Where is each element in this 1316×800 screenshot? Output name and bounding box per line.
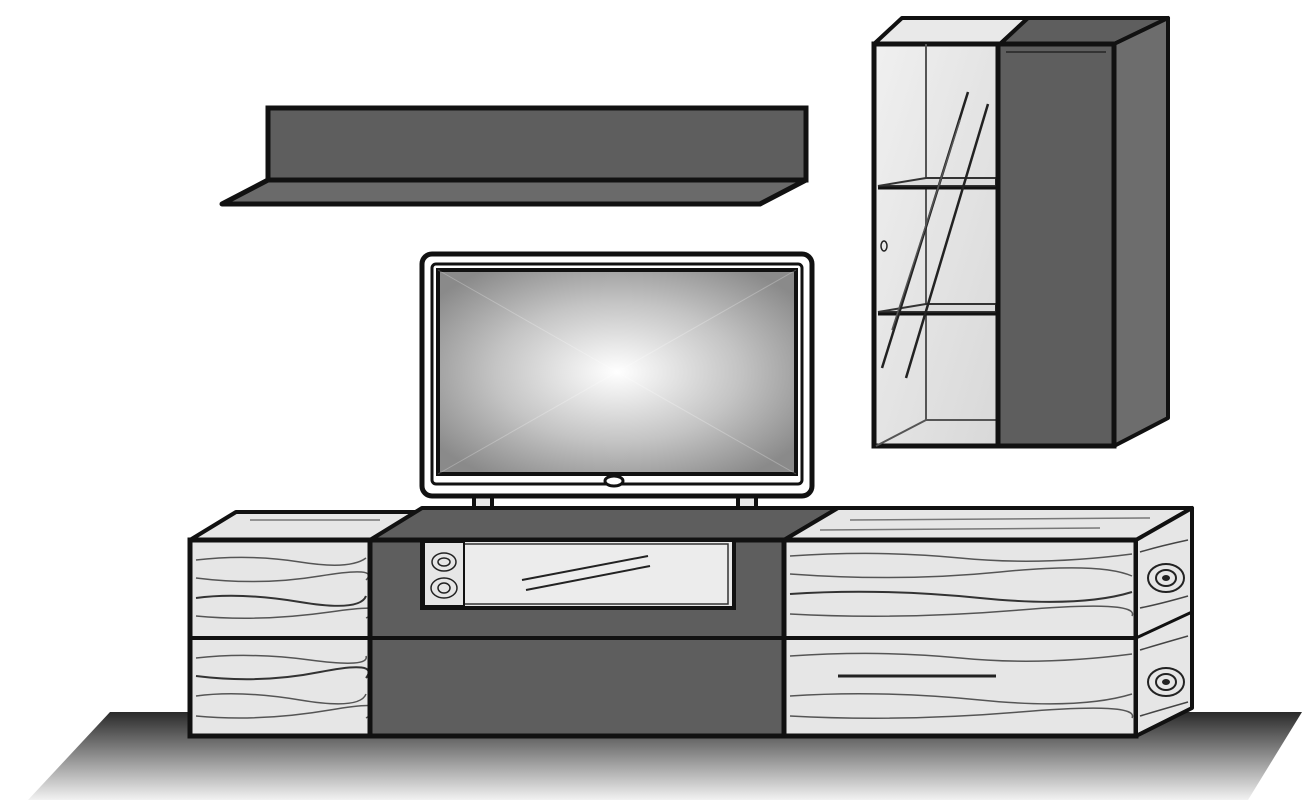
niche-wood-end bbox=[423, 541, 465, 607]
sideboard-end-grain bbox=[1134, 506, 1194, 738]
wall-shelf bbox=[219, 105, 809, 207]
sideboard-right-drawers bbox=[781, 537, 1139, 739]
tv bbox=[419, 251, 815, 516]
sideboard-center bbox=[367, 537, 787, 739]
sideboard bbox=[187, 506, 1194, 739]
tv-power-led bbox=[603, 474, 625, 488]
sideboard-left-drawers bbox=[187, 537, 378, 739]
wall-cabinet bbox=[871, 16, 1170, 449]
